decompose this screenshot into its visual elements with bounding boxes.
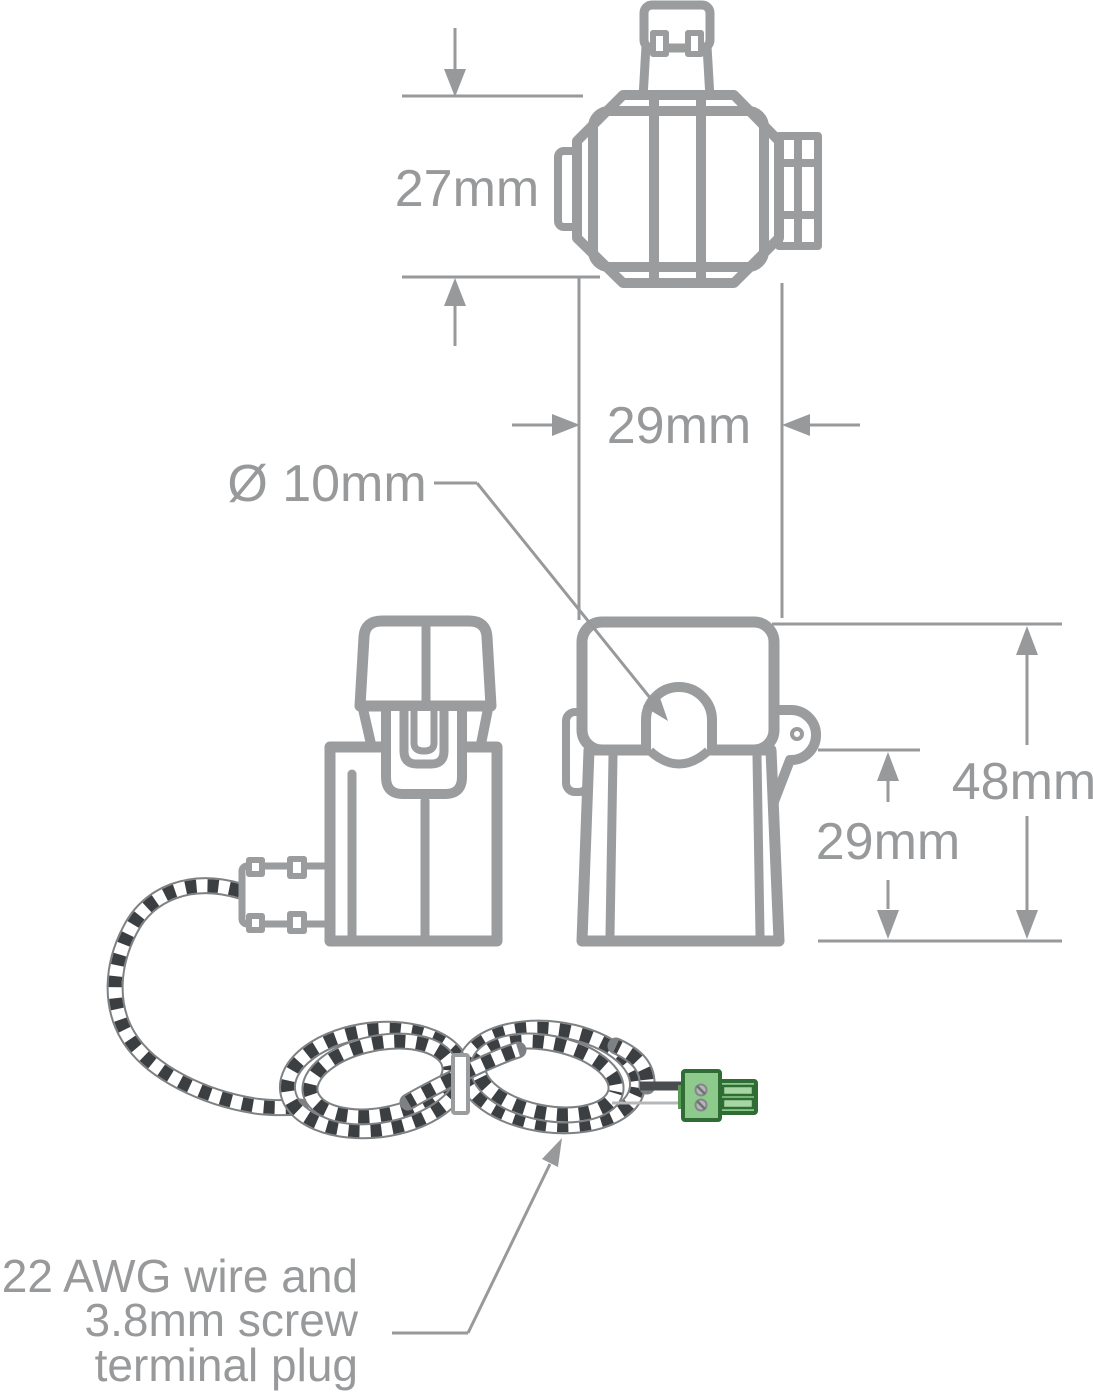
dimension-27mm: 27mm xyxy=(395,28,600,346)
cable-coil xyxy=(282,1019,648,1141)
side-lid-taper-left xyxy=(358,704,376,749)
annotation-arrow-icon xyxy=(542,1138,562,1167)
arrow-up-icon xyxy=(1016,626,1038,655)
screw-bottom-slot xyxy=(696,1100,706,1110)
wire-annotation: 22 AWG wire and 3.8mm screw terminal plu… xyxy=(2,1138,562,1391)
plug-slot-top xyxy=(721,1084,755,1097)
clip-hook-left xyxy=(650,30,669,57)
arrow-up-icon xyxy=(444,278,466,306)
leader-arrow-icon xyxy=(643,692,668,721)
dimension-29mm-width: 29mm xyxy=(512,397,860,455)
octagon-body xyxy=(572,90,784,288)
dim-label-27mm: 27mm xyxy=(395,160,539,218)
arrow-up-icon xyxy=(877,752,899,781)
extension-lines xyxy=(577,277,784,620)
annotation-line-2: 3.8mm screw xyxy=(85,1294,359,1346)
screw-top-slot xyxy=(696,1085,706,1095)
side-lid-taper-right xyxy=(476,704,493,749)
annotation-line-3: terminal plug xyxy=(95,1339,358,1391)
strain-relief-connector xyxy=(238,856,338,934)
front-body-line-right xyxy=(752,751,765,940)
front-body-line-left xyxy=(605,751,618,940)
arrow-down-icon xyxy=(877,910,899,939)
leader-line-diagonal xyxy=(475,482,653,700)
dimension-48mm: 48mm xyxy=(772,622,1093,943)
dim-label-29mm-width: 29mm xyxy=(607,397,751,455)
dimension-29mm-height: 29mm xyxy=(816,748,960,939)
arrow-left-icon xyxy=(782,414,810,436)
connector-notch-3 xyxy=(246,913,265,933)
annotation-line-1: 22 AWG wire and xyxy=(2,1250,358,1302)
connector-notch-2 xyxy=(287,856,307,879)
dim-label-48mm: 48mm xyxy=(952,753,1093,811)
front-view xyxy=(562,616,821,947)
cable-tie xyxy=(451,1053,470,1115)
rib-grid xyxy=(775,132,822,250)
side-view xyxy=(238,615,503,947)
latch-tab-hole xyxy=(790,727,804,741)
annotation-leader-diagonal xyxy=(466,1163,552,1334)
dim-label-29mm-height: 29mm xyxy=(816,813,960,871)
plug-slot-bottom xyxy=(721,1097,755,1110)
arrow-down-icon xyxy=(444,69,466,97)
arrow-down-icon xyxy=(1016,910,1038,939)
clip-hook-right xyxy=(685,30,704,57)
connector-notch-4 xyxy=(287,911,307,934)
cable-hole-arch xyxy=(641,682,717,752)
dimension-hole-diameter: Ø 10mm xyxy=(227,455,668,721)
inner-panel xyxy=(588,106,769,272)
cable-hole-bump xyxy=(646,747,712,769)
terminal-plug-assembly xyxy=(612,1069,758,1122)
top-view xyxy=(554,0,822,288)
connector-notch-1 xyxy=(246,857,265,877)
arrow-right-icon xyxy=(552,414,580,436)
dim-label-hole: Ø 10mm xyxy=(227,455,426,513)
latch-clip-tongue xyxy=(410,711,438,755)
